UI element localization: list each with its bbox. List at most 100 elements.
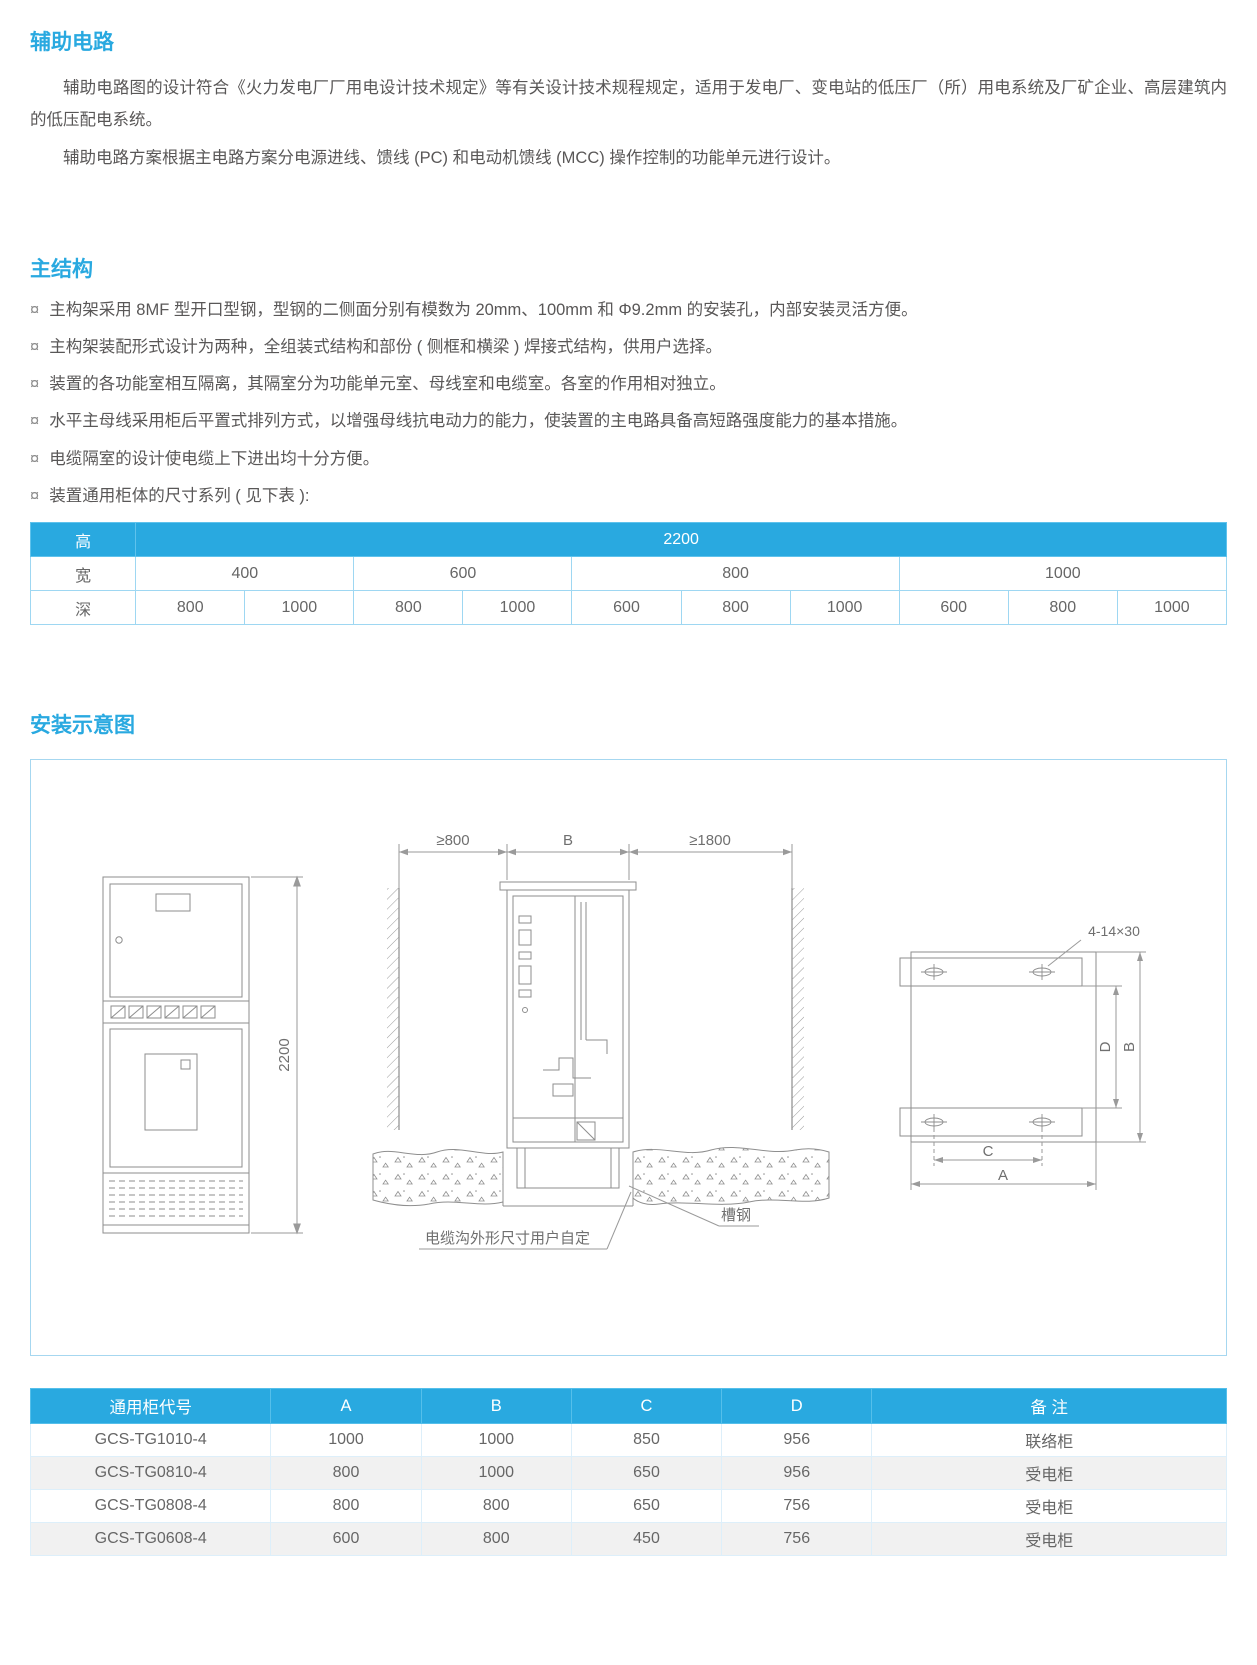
spec-cell: 800 <box>270 1489 422 1524</box>
bullet-item: ¤ 装置的各功能室相互隔离，其隔室分为功能单元室、母线室和电缆室。各室的作用相对… <box>30 373 1227 395</box>
top-dimension-labels: ≥800 B ≥1800 <box>436 832 730 849</box>
gap-left-dim-label: ≥800 <box>436 832 469 849</box>
mounting-slot-holes <box>921 964 1055 1131</box>
ventilation-grille <box>103 1172 249 1226</box>
mounting-holes-label: 4-14×30 <box>1088 923 1140 939</box>
section-main-structure: 主结构 ¤ 主构架采用 8MF 型开口型钢，型钢的二侧面分别有模数为 20mm、… <box>30 253 1227 508</box>
spec-cell: GCS-TG1010-4 <box>29 1423 272 1458</box>
table-row: GCS-TG0810-4 800 1000 650 956 受电柜 <box>29 1456 1227 1491</box>
spec-cell: 800 <box>420 1489 572 1524</box>
channel-steel-label: 槽钢 <box>721 1207 751 1224</box>
structure-bullet-list: ¤ 主构架采用 8MF 型开口型钢，型钢的二侧面分别有模数为 20mm、100m… <box>30 299 1227 508</box>
spec-header-cell: C <box>570 1388 723 1425</box>
bullet-marker: ¤ <box>30 412 40 431</box>
spec-cell: 650 <box>570 1489 723 1524</box>
spec-cell: 800 <box>270 1456 422 1491</box>
dim-depth-cell: 800 <box>680 590 791 626</box>
spec-cell: GCS-TG0608-4 <box>29 1522 272 1557</box>
foundation-plan-drawing: 4-14×30 <box>899 923 1146 1191</box>
bullet-text: 主构架装配形式设计为两种，全组装式结构和部份 ( 侧框和横梁 ) 焊接式结构，供… <box>49 337 723 356</box>
dim-depth-cell: 1000 <box>1116 590 1228 626</box>
callout-leader-lines <box>419 1185 759 1250</box>
section-title-auxiliary: 辅助电路 <box>30 31 114 54</box>
bullet-item: ¤ 水平主母线采用柜后平置式排列方式，以增强母线抗电动力的能力，使装置的主电路具… <box>30 410 1227 432</box>
spec-cell: 联络柜 <box>871 1423 1227 1458</box>
table-row: GCS-TG1010-4 1000 1000 850 956 联络柜 <box>29 1423 1227 1458</box>
cabinet-section <box>499 881 637 1189</box>
spec-header-row: 通用柜代号 A B C D 备 注 <box>29 1388 1227 1425</box>
spec-cell: 600 <box>270 1522 422 1557</box>
bullet-marker: ¤ <box>30 486 40 505</box>
cabinet-lower-door <box>109 1028 243 1168</box>
spec-cell: 956 <box>721 1423 873 1458</box>
spec-cell: 1000 <box>420 1423 572 1458</box>
cabinet-dimension-table: 高 2200 宽 400 600 800 1000 深 800 1000 800… <box>29 522 1228 626</box>
bullet-item: ¤ 主构架装配形式设计为两种，全组装式结构和部份 ( 侧框和横梁 ) 焊接式结构… <box>30 336 1227 358</box>
top-dimension-arrows <box>399 848 792 856</box>
spec-cell: 1000 <box>270 1423 422 1458</box>
spec-cell: 受电柜 <box>871 1456 1227 1491</box>
spec-cell: 756 <box>721 1489 873 1524</box>
section-installation-diagram: 安装示意图 <box>30 709 1227 1357</box>
dim-depth-cell: 800 <box>1007 590 1118 626</box>
dim-depth-cell: 1000 <box>244 590 355 626</box>
dim-table-height-row: 高 2200 <box>29 522 1227 558</box>
spec-header-cell: 通用柜代号 <box>29 1388 272 1425</box>
spec-header-cell: 备 注 <box>871 1388 1227 1425</box>
bullet-text: 电缆隔室的设计使电缆上下进出均十分方便。 <box>49 449 380 468</box>
dim-depth-cell: 600 <box>898 590 1009 626</box>
spec-cell: 650 <box>570 1456 723 1491</box>
dim-d-label: D <box>1097 1042 1114 1053</box>
plan-dimension-lines <box>910 951 1146 1191</box>
dim-height-label: 高 <box>29 522 137 558</box>
spec-cell: GCS-TG0808-4 <box>29 1489 272 1524</box>
bullet-item: ¤ 主构架采用 8MF 型开口型钢，型钢的二侧面分别有模数为 20mm、100m… <box>30 299 1227 321</box>
dim-width-cell: 800 <box>571 556 900 592</box>
aux-paragraph-2: 辅助电路方案根据主电路方案分电源进线、馈线 (PC) 和电动机馈线 (MCC) … <box>63 149 841 168</box>
table-row: GCS-TG0608-4 600 800 450 756 受电柜 <box>29 1522 1227 1557</box>
installation-diagram-panel: 2200 <box>30 759 1227 1357</box>
bullet-item: ¤ 电缆隔室的设计使电缆上下进出均十分方便。 <box>30 448 1227 470</box>
indicator-window-row <box>110 1005 216 1019</box>
front-height-dimension <box>251 875 303 1235</box>
installation-section-drawing: ≥800 B ≥1800 <box>372 832 830 1250</box>
dim-depth-label: 深 <box>29 590 137 626</box>
dim-a-label: A <box>998 1167 1008 1184</box>
section-title-installation: 安装示意图 <box>30 714 135 738</box>
bullet-item: ¤ 装置通用柜体的尺寸系列 ( 见下表 ): <box>30 485 1227 507</box>
front-height-dim-label: 2200 <box>276 1038 293 1071</box>
section-auxiliary-circuit: 辅助电路 辅助电路图的设计符合《火力发电厂厂用电设计技术规定》等有关设计技术规程… <box>30 26 1227 175</box>
spec-cell: 850 <box>570 1423 723 1458</box>
dim-table-width-row: 宽 400 600 800 1000 <box>29 556 1228 592</box>
dim-c-label: C <box>983 1143 994 1160</box>
trench-note-label: 电缆沟外形尺寸用户自定 <box>425 1230 590 1247</box>
bullet-text: 装置的各功能室相互隔离，其隔室分为功能单元室、母线室和电缆室。各室的作用相对独立… <box>49 375 726 394</box>
spec-cell: 800 <box>420 1522 572 1557</box>
bullet-marker: ¤ <box>30 375 40 394</box>
dim-table-depth-row: 深 800 1000 800 1000 600 800 1000 600 800… <box>29 590 1228 626</box>
foundation-frame <box>899 951 1097 1143</box>
spec-cell: 1000 <box>420 1456 572 1491</box>
dim-depth-cell: 1000 <box>789 590 900 626</box>
dim-height-value: 2200 <box>135 522 1227 558</box>
spec-cell: 756 <box>721 1522 873 1557</box>
spec-cell: GCS-TG0810-4 <box>29 1456 272 1491</box>
bullet-text: 主构架采用 8MF 型开口型钢，型钢的二侧面分别有模数为 20mm、100mm … <box>49 300 918 319</box>
spec-cell: 受电柜 <box>871 1489 1227 1524</box>
bullet-marker: ¤ <box>30 337 40 356</box>
dim-width-cell: 1000 <box>898 556 1228 592</box>
spec-cell: 450 <box>570 1522 723 1557</box>
dim-width-label: 宽 <box>29 556 137 592</box>
aux-paragraph-1: 辅助电路图的设计符合《火力发电厂厂用电设计技术规定》等有关设计技术规程规定，适用… <box>30 79 1227 130</box>
dim-depth-cell: 1000 <box>462 590 573 626</box>
dim-width-cell: 600 <box>353 556 573 592</box>
dim-depth-cell: 600 <box>571 590 682 626</box>
concrete-ground <box>372 1147 830 1207</box>
dim-depth-cell: 800 <box>135 590 246 626</box>
spec-header-cell: B <box>420 1388 572 1425</box>
room-walls <box>387 888 804 1131</box>
plan-dimension-labels: D B C A <box>983 1042 1138 1185</box>
bullet-text: 水平主母线采用柜后平置式排列方式，以增强母线抗电动力的能力，使装置的主电路具备高… <box>49 412 908 431</box>
spec-cell: 956 <box>721 1456 873 1491</box>
